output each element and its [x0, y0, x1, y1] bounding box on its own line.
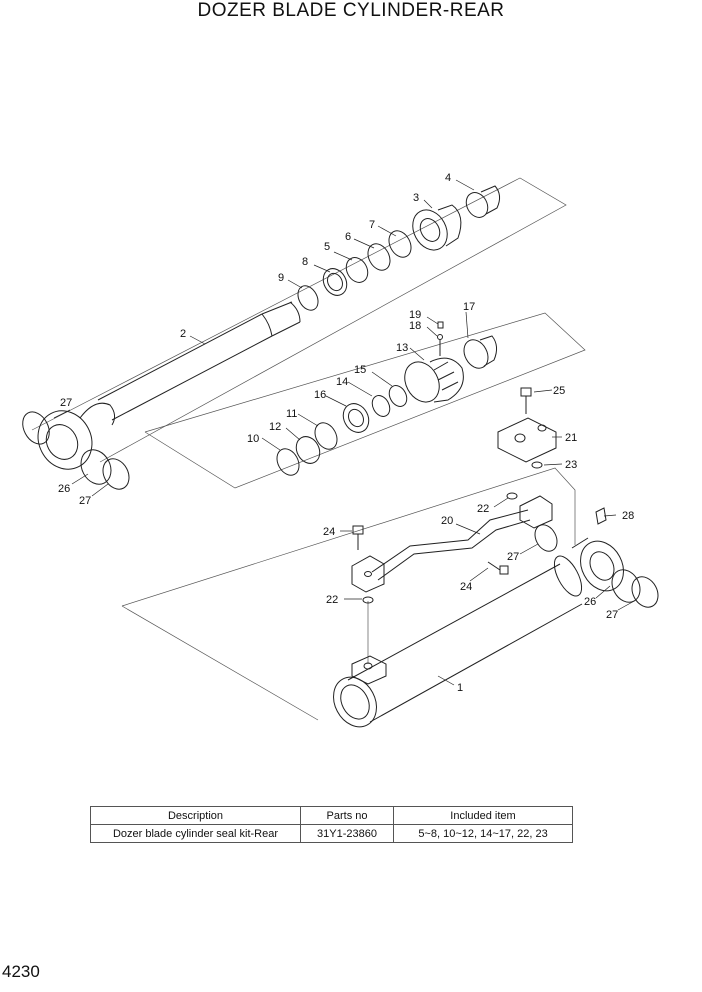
callout-16: 16 — [314, 389, 326, 401]
callout-15: 15 — [354, 364, 366, 376]
callout-26b: 26 — [584, 596, 596, 608]
callout-20: 20 — [441, 515, 453, 527]
page-number: 4230 — [2, 962, 40, 981]
callout-27c: 27 — [507, 551, 519, 563]
callout-27d: 27 — [606, 609, 618, 621]
callout-labels: 1 2 3 4 5 6 7 8 9 10 11 12 13 14 15 16 1… — [58, 172, 634, 694]
callout-3: 3 — [413, 192, 419, 204]
table-cell: 5~8, 10~12, 14~17, 22, 23 — [393, 824, 573, 843]
table-row: Dozer blade cylinder seal kit-Rear 31Y1-… — [90, 824, 573, 843]
callout-11: 11 — [286, 408, 297, 420]
callout-14: 14 — [336, 376, 348, 388]
column-header: Parts no — [300, 806, 394, 825]
column-header: Included item — [393, 806, 573, 825]
assembly-outline-upper — [31, 177, 567, 463]
table-cell: Dozer blade cylinder seal kit-Rear — [90, 824, 301, 843]
callout-17: 17 — [463, 301, 475, 313]
assembly-outline-piston — [144, 312, 586, 489]
rod-head-parts — [297, 185, 501, 311]
callout-24a: 24 — [323, 526, 335, 538]
page-title: DOZER BLADE CYLINDER-REAR — [197, 0, 505, 21]
callout-2: 2 — [180, 328, 186, 340]
callout-21: 21 — [565, 432, 577, 444]
callout-23: 23 — [565, 459, 577, 471]
callout-27b: 27 — [79, 495, 91, 507]
callout-leaders — [53, 179, 637, 686]
cylinder-tube — [333, 507, 659, 728]
column-header: Description — [90, 806, 301, 825]
table-cell: 31Y1-23860 — [300, 824, 394, 843]
callout-4: 4 — [445, 172, 451, 184]
callout-28: 28 — [622, 510, 634, 522]
pipe-assembly — [351, 387, 557, 604]
callout-8: 8 — [302, 256, 308, 268]
callout-22b: 22 — [326, 594, 338, 606]
callout-9: 9 — [278, 272, 284, 284]
callout-24b: 24 — [460, 581, 472, 593]
table-header-row: Description Parts no Included item — [90, 806, 573, 825]
seal-kit-table: Description Parts no Included item Dozer… — [90, 806, 573, 843]
piston-rod — [22, 301, 301, 490]
callout-7: 7 — [369, 219, 375, 231]
callout-18: 18 — [409, 320, 421, 332]
assembly-outline-lower — [121, 467, 576, 721]
callout-6: 6 — [345, 231, 351, 243]
callout-22a: 22 — [477, 503, 489, 515]
piston-parts — [276, 321, 498, 476]
callout-10: 10 — [247, 433, 259, 445]
callout-12: 12 — [269, 421, 281, 433]
callout-5: 5 — [324, 241, 330, 253]
callout-13: 13 — [396, 342, 408, 354]
callout-25: 25 — [553, 385, 565, 397]
callout-26a: 26 — [58, 483, 70, 495]
callout-1: 1 — [457, 682, 463, 694]
callout-19: 19 — [409, 309, 421, 321]
callout-27a: 27 — [60, 397, 72, 409]
